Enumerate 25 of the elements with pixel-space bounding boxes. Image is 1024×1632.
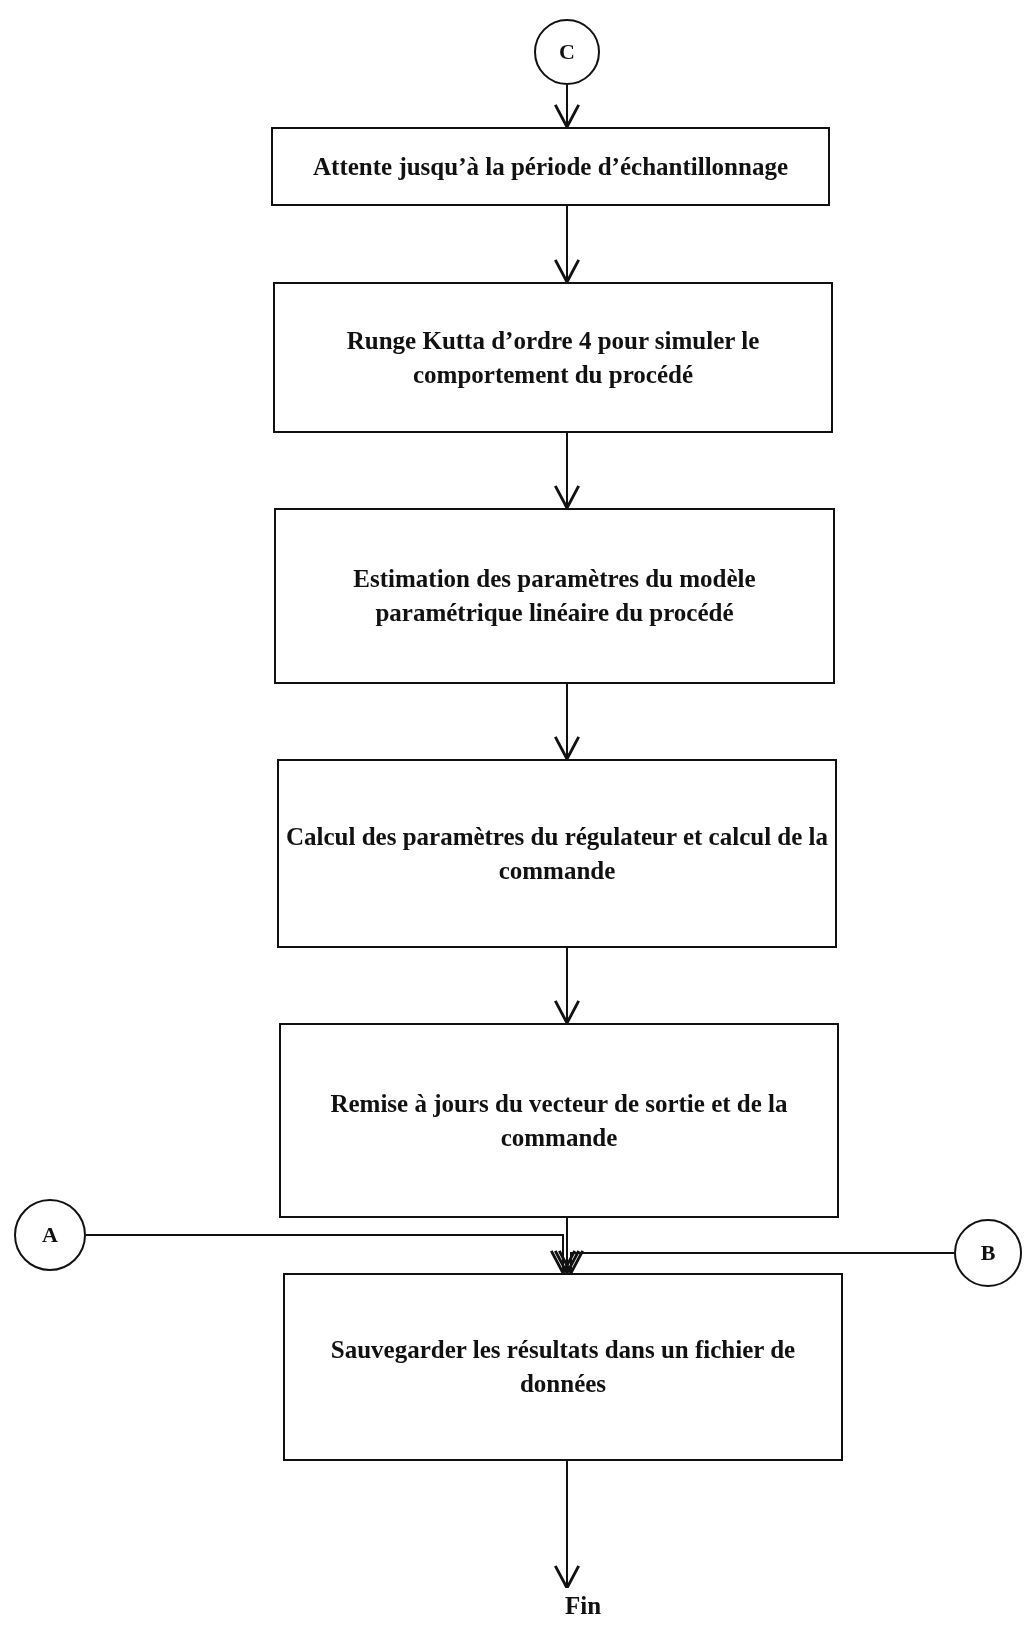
node-text: Calcul des paramètres du régulateur et calcul de la commande: [284, 821, 830, 886]
arrow: [553, 205, 581, 284]
node-text: Runge Kutta d’ordre 4 pour simuler le comportement du procédé: [345, 325, 761, 390]
arrow: [553, 432, 581, 510]
arrow: [553, 947, 581, 1025]
node-text: Estimation des paramètres du modèle paramétrique linéaire du procédé: [352, 564, 757, 628]
process-box: [271, 127, 830, 206]
node-text: Remise à jours du vecteur de sortie et de la commande: [329, 1088, 789, 1153]
arrow: [553, 1460, 581, 1590]
node-text: Sauvegarder les résultats dans un fichier de données: [329, 1335, 797, 1399]
process-box: [273, 282, 833, 433]
node-text: B: [980, 1239, 996, 1268]
arrow: [85, 1234, 577, 1275]
node-text: A: [42, 1221, 58, 1250]
process-box: [279, 1023, 839, 1218]
node-text: Attente jusqu’à la période d’échantillonnage: [313, 151, 788, 182]
process-box: [274, 508, 835, 684]
arrow: [557, 1249, 955, 1275]
arrow: [553, 84, 581, 129]
process-box: [283, 1273, 843, 1461]
arrow: [553, 683, 581, 761]
arrow: [553, 1217, 581, 1275]
process-box: [277, 759, 837, 948]
end-label: Fin: [564, 1591, 602, 1622]
node-text: C: [559, 38, 575, 67]
